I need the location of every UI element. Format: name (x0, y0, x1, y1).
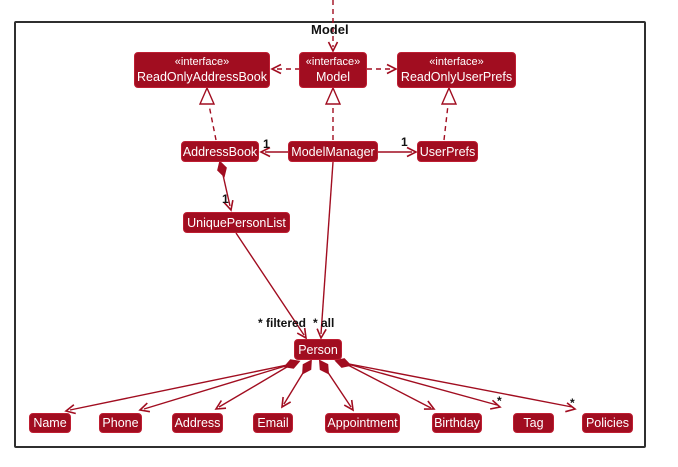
class-tag: Tag (513, 413, 554, 433)
realization-triangle-model (324, 86, 342, 105)
arrowhead-person-tag (489, 399, 502, 410)
class-modelmanager: ModelManager (288, 141, 378, 162)
class-model-interface: «interface» Model (299, 52, 367, 88)
association-line-uniquepersonlist-person (235, 232, 305, 336)
class-uniquepersonlist: UniquePersonList (183, 212, 290, 233)
composition-line-person-policies (343, 362, 573, 408)
multiplicity-policies: * (570, 396, 575, 410)
arrowhead-person-appointment (343, 399, 355, 412)
arrowhead-external-to-model (327, 41, 339, 53)
classname-readonlyaddressbook: ReadOnlyAddressBook (137, 70, 267, 85)
arrowhead-person-birthday (423, 400, 436, 410)
arrowhead-uniquepersonlist-person (296, 327, 308, 340)
realization-line-userprefs (443, 104, 449, 141)
composition-diamond-addressbook (217, 160, 227, 178)
class-name: Name (29, 413, 71, 433)
multiplicity-addressbook: 1 (263, 137, 270, 151)
realization-triangle-readonlyuserprefs (440, 86, 458, 105)
composition-line-person-name (69, 363, 293, 411)
realization-line-addressbook (208, 104, 217, 141)
class-phone: Phone (99, 413, 142, 433)
class-readonlyuserprefs: «interface» ReadOnlyUserPrefs (397, 52, 516, 88)
composition-line-person-tag (343, 362, 498, 406)
classname-readonlyuserprefs: ReadOnlyUserPrefs (400, 70, 513, 85)
stereotype-readonlyuserprefs: «interface» (429, 55, 484, 68)
stereotype-readonlyaddressbook: «interface» (174, 55, 230, 68)
multiplicity-uniquepersonlist: 1 (222, 192, 229, 206)
composition-line-addressbook-uniquepersonlist (222, 174, 231, 207)
arrowhead-person-phone (138, 402, 151, 413)
composition-line-person-address (218, 363, 293, 408)
frame-title: Model (311, 22, 349, 37)
class-userprefs: UserPrefs (417, 141, 478, 162)
arrowhead-model-to-readonlyaddressbook (270, 63, 282, 75)
diagram-frame (14, 21, 646, 448)
arrowhead-modelmanager-addressbook (259, 146, 271, 158)
composition-diamond-person-centerright (318, 359, 330, 375)
class-person: Person (294, 339, 342, 360)
arrowhead-addressbook-uniquepersonlist (223, 199, 234, 212)
class-address: Address (172, 413, 223, 433)
composition-line-person-phone (143, 363, 293, 410)
multiplicity-tag: * (497, 394, 502, 408)
composition-line-person-birthday (343, 362, 432, 409)
label-filtered: * filtered (258, 316, 307, 330)
association-line-modelmanager-person (320, 161, 334, 335)
composition-diamond-person-centerleft (302, 359, 312, 375)
arrowhead-person-email (281, 396, 292, 409)
class-appointment: Appointment (325, 413, 400, 433)
class-email: Email (253, 413, 293, 433)
arrowhead-modelmanager-person (316, 328, 327, 340)
composition-diamond-person-left (283, 359, 301, 369)
arrowhead-person-name (64, 404, 76, 415)
composition-diamond-person-right (334, 358, 352, 368)
composition-line-person-appointment (324, 367, 352, 408)
arrowhead-person-address (214, 400, 227, 410)
classname-model: Model (315, 70, 351, 85)
realization-triangle-readonlyaddressbook (198, 86, 216, 105)
arrowhead-person-policies (565, 402, 577, 413)
arrowhead-modelmanager-userprefs (406, 146, 418, 158)
label-all: * all (313, 316, 335, 330)
class-birthday: Birthday (432, 413, 482, 433)
class-policies: Policies (582, 413, 633, 433)
multiplicity-userprefs: 1 (401, 135, 408, 149)
class-readonlyaddressbook: «interface» ReadOnlyAddressBook (134, 52, 270, 88)
stereotype-model: «interface» (305, 55, 361, 68)
class-addressbook: AddressBook (181, 141, 259, 162)
arrowhead-model-to-readonlyuserprefs (386, 63, 398, 75)
